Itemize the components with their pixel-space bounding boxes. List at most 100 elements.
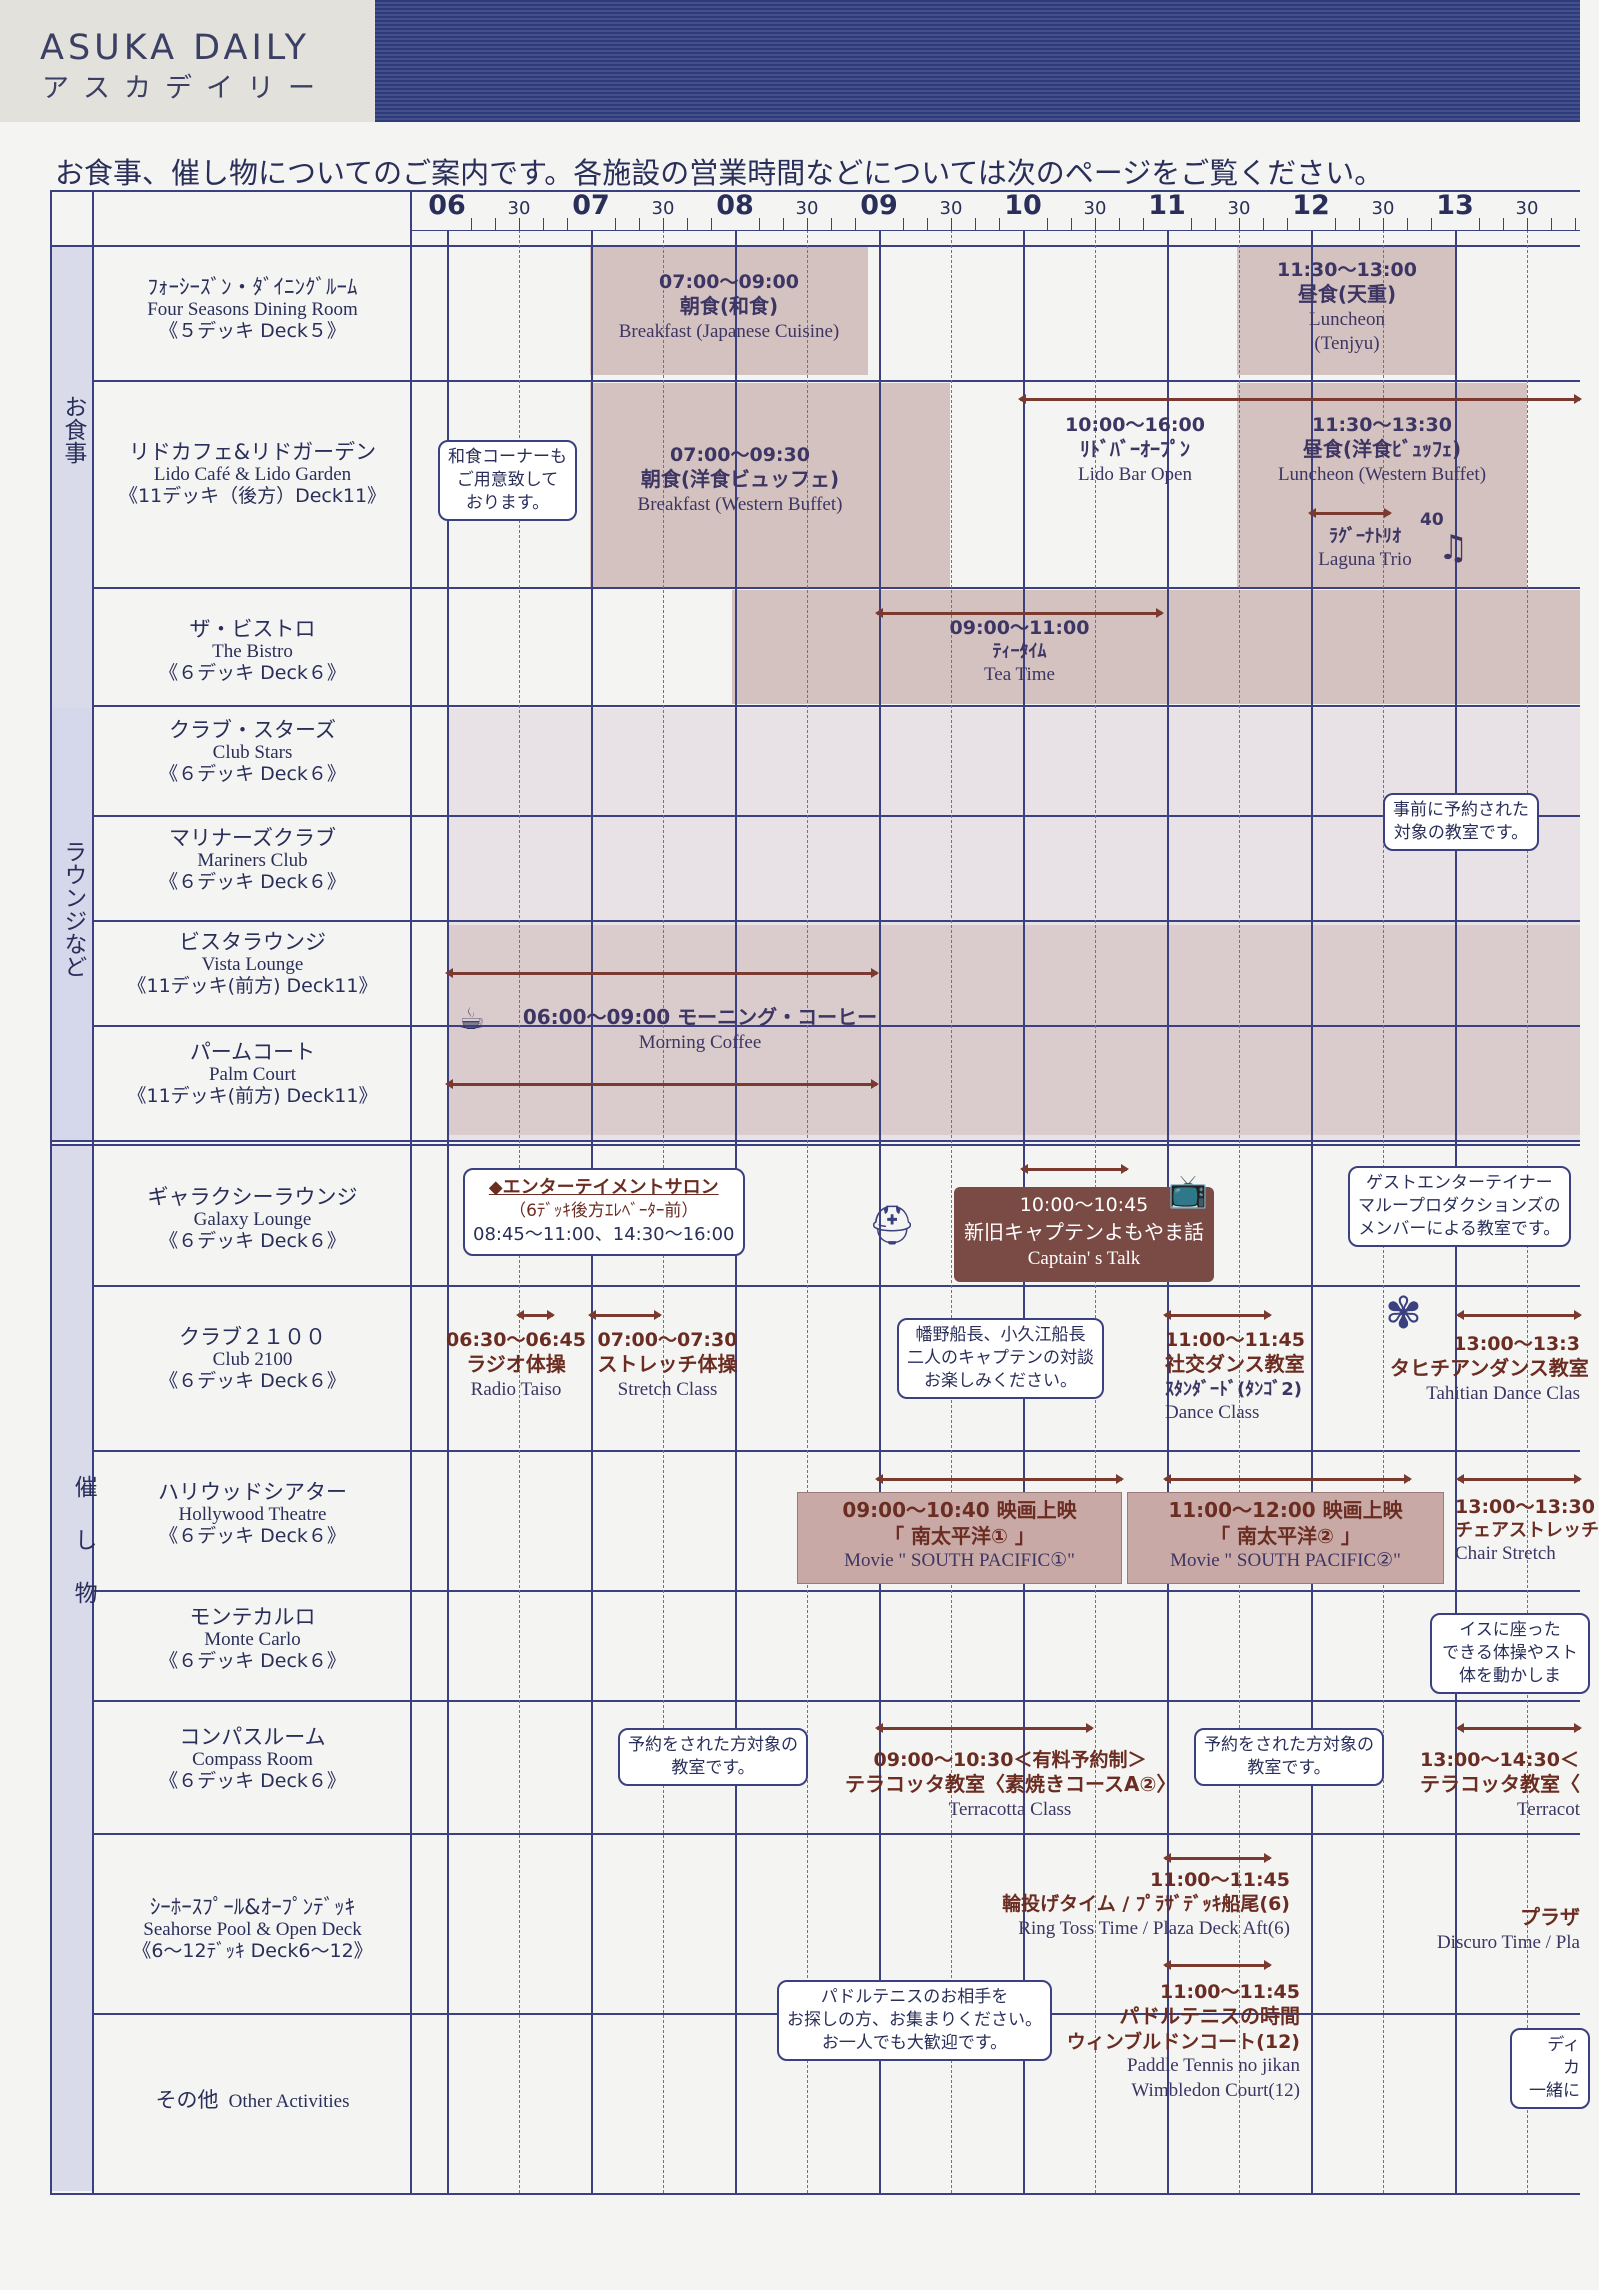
grid-row-line [50,245,1580,247]
venue-deck: 《６デッキ Deck６》 [159,870,346,893]
stretch-arrow [588,1310,662,1320]
shade-vista-palm [447,925,1580,1135]
tv-icon: 📺 [1168,1172,1208,1210]
venue-deck: 《６デッキ Deck６》 [159,1229,346,1252]
minor-tick [543,218,544,230]
ring-toss: 11:00〜11:45 輪投げタイム / ﾌﾟﾗｻﾞﾃﾞｯｷ船尾(6) Ring… [1002,1869,1290,1939]
venue-name-jp: パームコート [189,1040,316,1064]
compass-note1: 予約をされた方対象の 教室です。 [618,1728,808,1786]
venue-deck: 《６デッキ Deck６》 [159,1769,346,1792]
category-dining: お食事 [59,395,86,464]
grid-row-line [50,1140,1580,1142]
captain-arrow [1020,1164,1129,1174]
grid-category-line [92,190,94,2193]
minor-tick [711,218,712,230]
lido-note-bubble: 和食コーナーも ご用意致して おります。 [438,440,577,521]
venue-deck: 《11デッキ（後方）Deck11》 [118,484,387,507]
minor-tick [1215,218,1216,230]
header-banner [375,0,1580,122]
coffee-cup-icon: ☕ [458,1002,485,1037]
lido-bar-arrow [1018,394,1582,404]
grid-half-line [807,230,808,2193]
minor-tick [1359,218,1360,230]
time-axis-line [410,230,1580,231]
compass-note2: 予約をされた方対象の 教室です。 [1194,1728,1384,1786]
minor-tick [807,218,808,230]
minor-tick [1407,218,1408,230]
grid-half-line [1239,230,1240,2193]
minor-tick [1095,218,1096,230]
lido-lunch: 11:30〜13:30 昼食(洋食ﾋﾞｭｯﾌｪ) Luncheon (Weste… [1277,414,1487,485]
bistro-tea: 09:00〜11:00 ﾃｨｰﾀｲﾑ Tea Time [949,617,1090,686]
shade-lido-lunch [1237,383,1527,587]
venue-deck: 《６デッキ Deck６》 [159,1369,346,1392]
minor-tick [1383,218,1384,230]
radio-arrow [516,1310,555,1320]
minor-tick [927,218,928,230]
grid-row-line [92,705,1580,707]
venue-name-en: Club 2100 [212,1349,293,1371]
venue-name-jp: ザ・ビストロ [189,617,316,641]
venue-name-jp: クラブ２１００ [179,1325,326,1349]
movie2-arrow [1163,1474,1412,1484]
laguna-num: 40 [1420,510,1444,530]
category-bg-dining [52,245,92,708]
minor-tick [615,218,616,230]
chair-note-bubble: イスに座った できる体操やスト 体を動かしま [1430,1613,1590,1694]
grid-top-line [50,190,1580,192]
terracotta2-arrow [1456,1723,1582,1733]
venue-label: その他 Other Activities [95,2088,410,2113]
half-hour-label: 30 [1515,198,1539,219]
venue-name-jp: モンテカルロ [189,1605,316,1629]
radio-taiso: 06:30〜06:45 ラジオ体操 Radio Taiso [446,1329,586,1400]
grid-row-line [92,380,1580,382]
minor-tick [759,218,760,230]
category-bg-lounge [52,708,92,1140]
venue-name-en: Other Activities [228,2091,350,2112]
grid-row-line [92,815,1580,817]
grid-row-line [92,587,1580,589]
venue-name-jp: コンパスルーム [179,1725,326,1749]
venue-name-en: Hollywood Theatre [178,1504,327,1526]
category-bg-events [52,1144,92,2191]
half-hour-label: 30 [795,198,819,219]
movie2-box: 11:00〜12:00 映画上映 「 南太平洋② 」 Movie " SOUTH… [1127,1492,1444,1584]
guest-note-bubble: ゲストエンターテイナー マループロダクションズの メンバーによる教室です。 [1348,1166,1571,1247]
hour-label: 12 [1292,190,1330,221]
bistro-arrow [875,608,1164,618]
minor-tick [831,218,832,230]
minor-tick [1287,218,1288,230]
reserve-note-bubble: 事前に予約された 対象の教室です。 [1383,793,1539,851]
venue-deck: 《６デッキ Deck６》 [159,1649,346,1672]
venue-name-jp: その他 [155,2088,219,2112]
venue-name-en: Compass Room [192,1749,313,1771]
half-hour-label: 30 [939,198,963,219]
palm-arrow [445,1079,879,1089]
brand-kana: アスカデイリー [42,73,329,104]
grid-hour-line [1311,230,1313,2193]
grid-label-line [410,190,412,2193]
minor-tick [567,218,568,230]
dance-class: 11:00〜11:45 社交ダンス教室 ｽﾀﾝﾀﾞｰﾄﾞ(ﾀﾝｺﾞ2) Danc… [1165,1329,1305,1423]
brand-title: ASUKA DAILY [40,28,311,68]
lido-breakfast: 07:00〜09:30 朝食(洋食ビュッフェ) Breakfast (Weste… [637,444,843,515]
minor-tick [1191,218,1192,230]
chair-arrow [1456,1474,1582,1484]
venue-deck: 《11デッキ(前方) Deck11》 [127,974,378,997]
tahitian-dance: 13:00〜13:3 タヒチアンダンス教室 Tahitian Dance Cla… [1390,1333,1589,1404]
minor-tick [1335,218,1336,230]
captain-talk-box: 10:00〜10:45 新旧キャプテンよもやま話 Captain' s Talk [954,1187,1214,1282]
half-hour-label: 30 [507,198,531,219]
lido-bar: 10:00〜16:00 ﾘﾄﾞﾊﾞｰｵｰﾌﾟﾝ Lido Bar Open [1065,414,1205,485]
venue-deck: 《11デッキ(前方) Deck11》 [127,1084,378,1107]
minor-tick [1263,218,1264,230]
venue-name-en: Mariners Club [197,850,308,872]
